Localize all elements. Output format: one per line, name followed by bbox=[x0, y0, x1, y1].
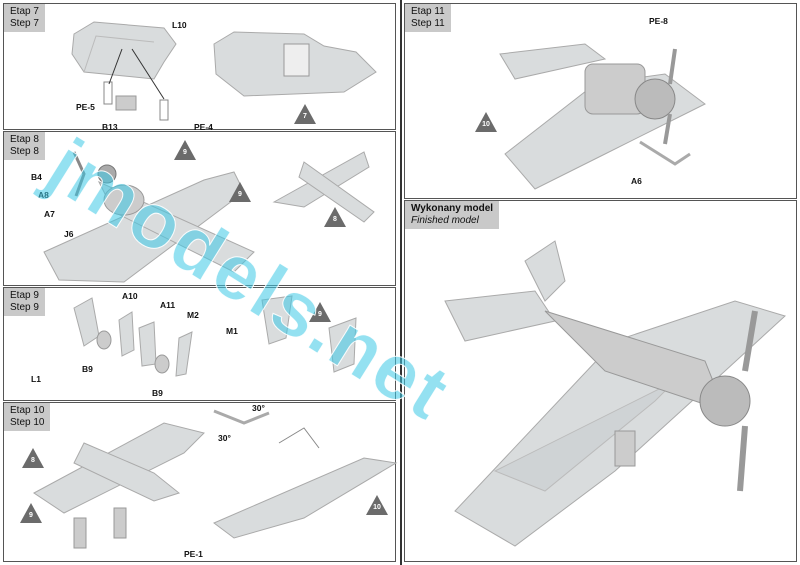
callout-j6: J6 bbox=[64, 229, 74, 239]
step-8-pl: Etap 8 bbox=[10, 134, 39, 145]
aircraft-step-8 bbox=[43, 151, 375, 283]
callout-l1: L1 bbox=[31, 374, 41, 384]
aircraft-step-11 bbox=[499, 43, 706, 190]
step-11-label: Etap 11 Step 11 bbox=[405, 4, 451, 32]
callout-pe-5: PE-5 bbox=[76, 102, 95, 112]
callout-angle-a: 30° bbox=[252, 403, 265, 413]
callout-b9-b: B9 bbox=[152, 388, 163, 398]
callout-b13: B13 bbox=[102, 122, 118, 132]
step-10-en: Step 10 bbox=[10, 417, 45, 428]
step-7-panel: Etap 7 Step 7 L10 PE-5 PE-4 B13 7 bbox=[3, 3, 396, 132]
step-8-label: Etap 8 Step 8 bbox=[4, 132, 45, 160]
finished-aircraft bbox=[444, 240, 786, 547]
finished-model-label: Wykonany model Finished model bbox=[405, 201, 500, 229]
aircraft-step-10 bbox=[33, 409, 398, 549]
center-divider bbox=[400, 0, 402, 565]
step-9-pl: Etap 9 bbox=[10, 290, 39, 301]
callout-pe-1: PE-1 bbox=[184, 549, 203, 559]
callout-b4: B4 bbox=[31, 172, 42, 182]
step-7-en: Step 7 bbox=[10, 18, 39, 29]
callout-a7: A7 bbox=[44, 209, 55, 219]
callout-m1: M1 bbox=[226, 326, 238, 336]
step-10-pl: Etap 10 bbox=[10, 405, 45, 416]
step-9-panel: Etap 9 Step 9 A10 A11 M2 M1 B9 B9 L1 9 bbox=[3, 287, 396, 401]
step-10-label: Etap 10 Step 10 bbox=[4, 403, 51, 431]
finished-model-pl: Wykonany model bbox=[411, 203, 494, 214]
step-7-label: Etap 7 Step 7 bbox=[4, 4, 45, 32]
callout-pe-4: PE-4 bbox=[194, 122, 213, 132]
step-11-panel: Etap 11 Step 11 PE-8 A6 10 bbox=[404, 3, 797, 199]
step-9-label: Etap 9 Step 9 bbox=[4, 288, 45, 316]
step-11-en: Step 11 bbox=[411, 18, 445, 29]
callout-a8: A8 bbox=[38, 190, 49, 200]
step-8-en: Step 8 bbox=[10, 146, 39, 157]
step-7-pl: Etap 7 bbox=[10, 6, 39, 17]
step-10-panel: Etap 10 Step 10 PE-1 30° 30° 8 9 10 bbox=[3, 402, 398, 562]
canopy-part-l10 bbox=[71, 21, 377, 121]
callout-m2: M2 bbox=[187, 310, 199, 320]
step-9-en: Step 9 bbox=[10, 302, 39, 313]
callout-pe-8: PE-8 bbox=[649, 16, 668, 26]
callout-angle-b: 30° bbox=[218, 433, 231, 443]
landing-gear-parts bbox=[73, 295, 357, 377]
callout-a10: A10 bbox=[122, 291, 138, 301]
callout-l10: L10 bbox=[172, 20, 187, 30]
step-8-panel: Etap 8 Step 8 B4 A8 A7 J6 9 9 8 bbox=[3, 131, 396, 286]
callout-a11: A11 bbox=[160, 300, 176, 310]
callout-a6: A6 bbox=[631, 176, 642, 186]
finished-model-en: Finished model bbox=[411, 215, 479, 226]
step-11-pl: Etap 11 bbox=[411, 6, 445, 17]
finished-model-panel: Wykonany model Finished model bbox=[404, 200, 797, 562]
callout-b9-a: B9 bbox=[82, 364, 93, 374]
